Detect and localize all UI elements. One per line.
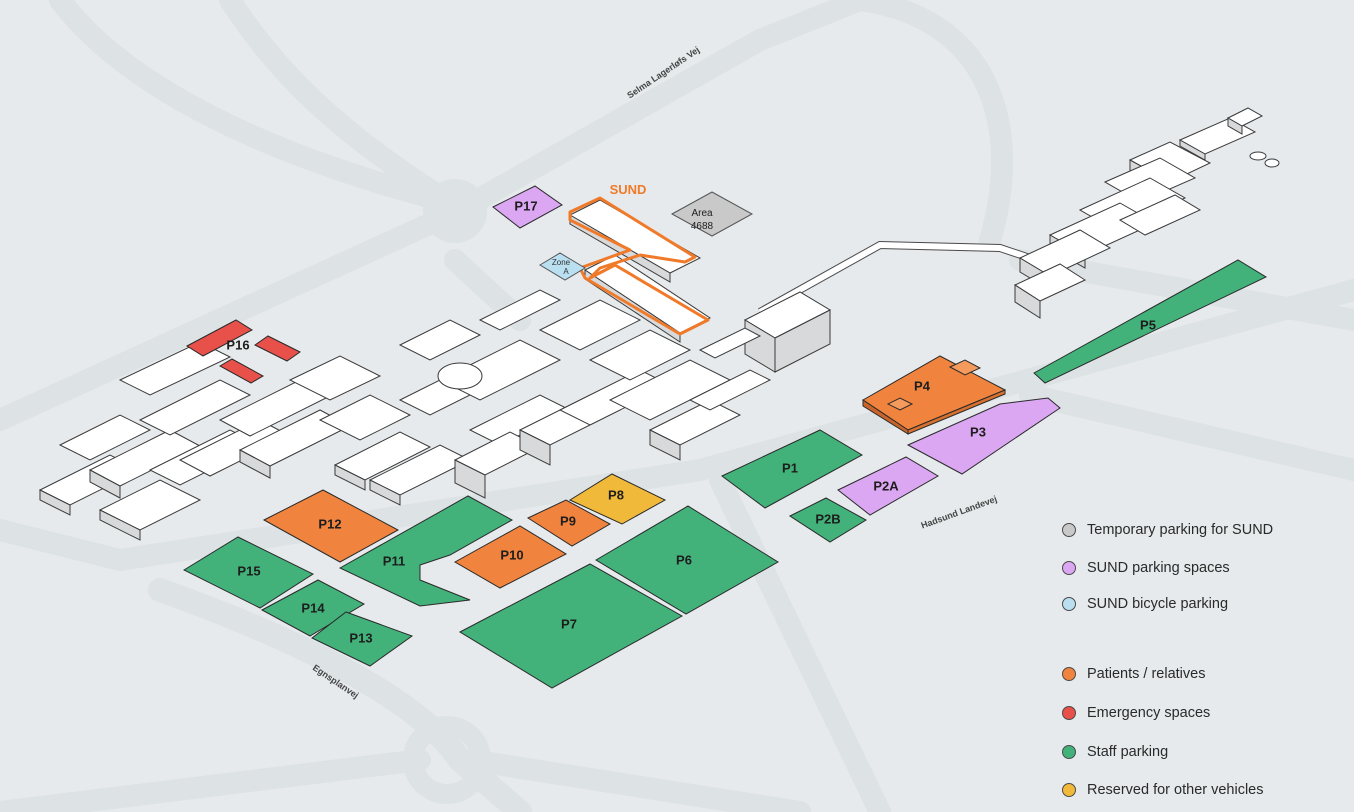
east-buildings — [1013, 107, 1280, 319]
lot-p15-label: P15 — [237, 563, 260, 578]
lot-p3[interactable] — [906, 397, 1061, 475]
lot-p12[interactable] — [262, 489, 400, 563]
legend-item-sund-temporary: Temporary parking for SUND — [1062, 522, 1273, 538]
legend-label: SUND parking spaces — [1087, 560, 1230, 576]
lot-p8-label: P8 — [608, 487, 624, 502]
area-4688-zone[interactable] — [670, 191, 754, 237]
legend-label: Emergency spaces — [1087, 705, 1211, 721]
legend-dot-yellow-icon — [1062, 783, 1076, 797]
lot-p11[interactable] — [338, 495, 514, 607]
legend-dot-orange-icon — [1062, 667, 1076, 681]
lot-p15[interactable] — [182, 536, 315, 609]
lot-p13-label: P13 — [349, 630, 372, 645]
zone-a-label-line2: A — [563, 267, 569, 276]
lot-p10[interactable] — [453, 525, 568, 589]
lot-p9-label: P9 — [560, 513, 576, 528]
legend-item-staff: Staff parking — [1062, 744, 1168, 760]
lot-p1[interactable] — [721, 429, 864, 509]
lot-p10-label: P10 — [500, 547, 523, 562]
legend-label: Patients / relatives — [1087, 666, 1206, 682]
legend-dot-lightblue-icon — [1062, 597, 1076, 611]
lot-p3-label: P3 — [970, 424, 986, 439]
lot-p14[interactable] — [260, 579, 366, 637]
legend-dot-red-icon — [1062, 706, 1076, 720]
lot-p16-label: P16 — [226, 337, 249, 352]
lot-p16-emergency-3[interactable] — [218, 358, 265, 384]
area-4688-label-line1: Area — [691, 208, 713, 219]
zone-a-bicycle[interactable] — [539, 252, 586, 281]
sund-label: SUND — [610, 182, 647, 197]
lot-p5[interactable] — [1033, 259, 1268, 384]
lot-p16-emergency-2[interactable] — [254, 335, 301, 362]
legend-label: Staff parking — [1087, 744, 1169, 760]
hospital-buildings — [38, 199, 832, 541]
legend-dot-grey-icon — [1062, 523, 1076, 537]
lot-p5-label: P5 — [1140, 317, 1156, 332]
lot-p7-label: P7 — [561, 616, 577, 631]
road-name-hadsund: Hadsund Landevej — [920, 494, 999, 531]
legend-label: Reserved for other vehicles — [1087, 782, 1264, 798]
lot-p2a-label: P2A — [873, 478, 899, 493]
area-4688-label-line2: 4688 — [691, 221, 714, 232]
lot-p2b-label: P2B — [815, 511, 840, 526]
legend-dot-purple-icon — [1062, 561, 1076, 575]
sund-outline — [568, 196, 710, 336]
lot-p17[interactable] — [492, 185, 563, 229]
legend-item-sund-bicycle: SUND bicycle parking — [1062, 596, 1228, 612]
lot-p9[interactable] — [526, 499, 612, 547]
lot-p14-label: P14 — [301, 600, 325, 615]
lot-p12-label: P12 — [318, 516, 341, 531]
legend-item-sund-parking: SUND parking spaces — [1062, 560, 1230, 576]
lot-p2a[interactable] — [837, 456, 939, 516]
legend-label: SUND bicycle parking — [1087, 596, 1229, 612]
zone-a-label-line1: Zone — [552, 258, 571, 267]
lot-p8[interactable] — [568, 473, 667, 525]
lot-p6-label: P6 — [676, 552, 692, 567]
lot-p13[interactable] — [311, 611, 414, 667]
lot-p17-label: P17 — [514, 198, 537, 213]
legend-dot-green-icon — [1062, 745, 1076, 759]
lot-p4-label: P4 — [914, 378, 931, 393]
legend-item-reserved: Reserved for other vehicles — [1062, 782, 1264, 798]
lot-p1-label: P1 — [782, 460, 798, 475]
legend-item-patients: Patients / relatives — [1062, 666, 1205, 682]
legend-item-emergency: Emergency spaces — [1062, 705, 1210, 721]
lot-p16-emergency-1[interactable] — [185, 319, 254, 357]
legend-label: Temporary parking for SUND — [1087, 522, 1274, 538]
lot-p2b[interactable] — [788, 497, 867, 543]
lot-p7[interactable] — [458, 563, 684, 689]
lot-p6[interactable] — [595, 505, 779, 615]
lot-p11-label: P11 — [383, 553, 405, 568]
